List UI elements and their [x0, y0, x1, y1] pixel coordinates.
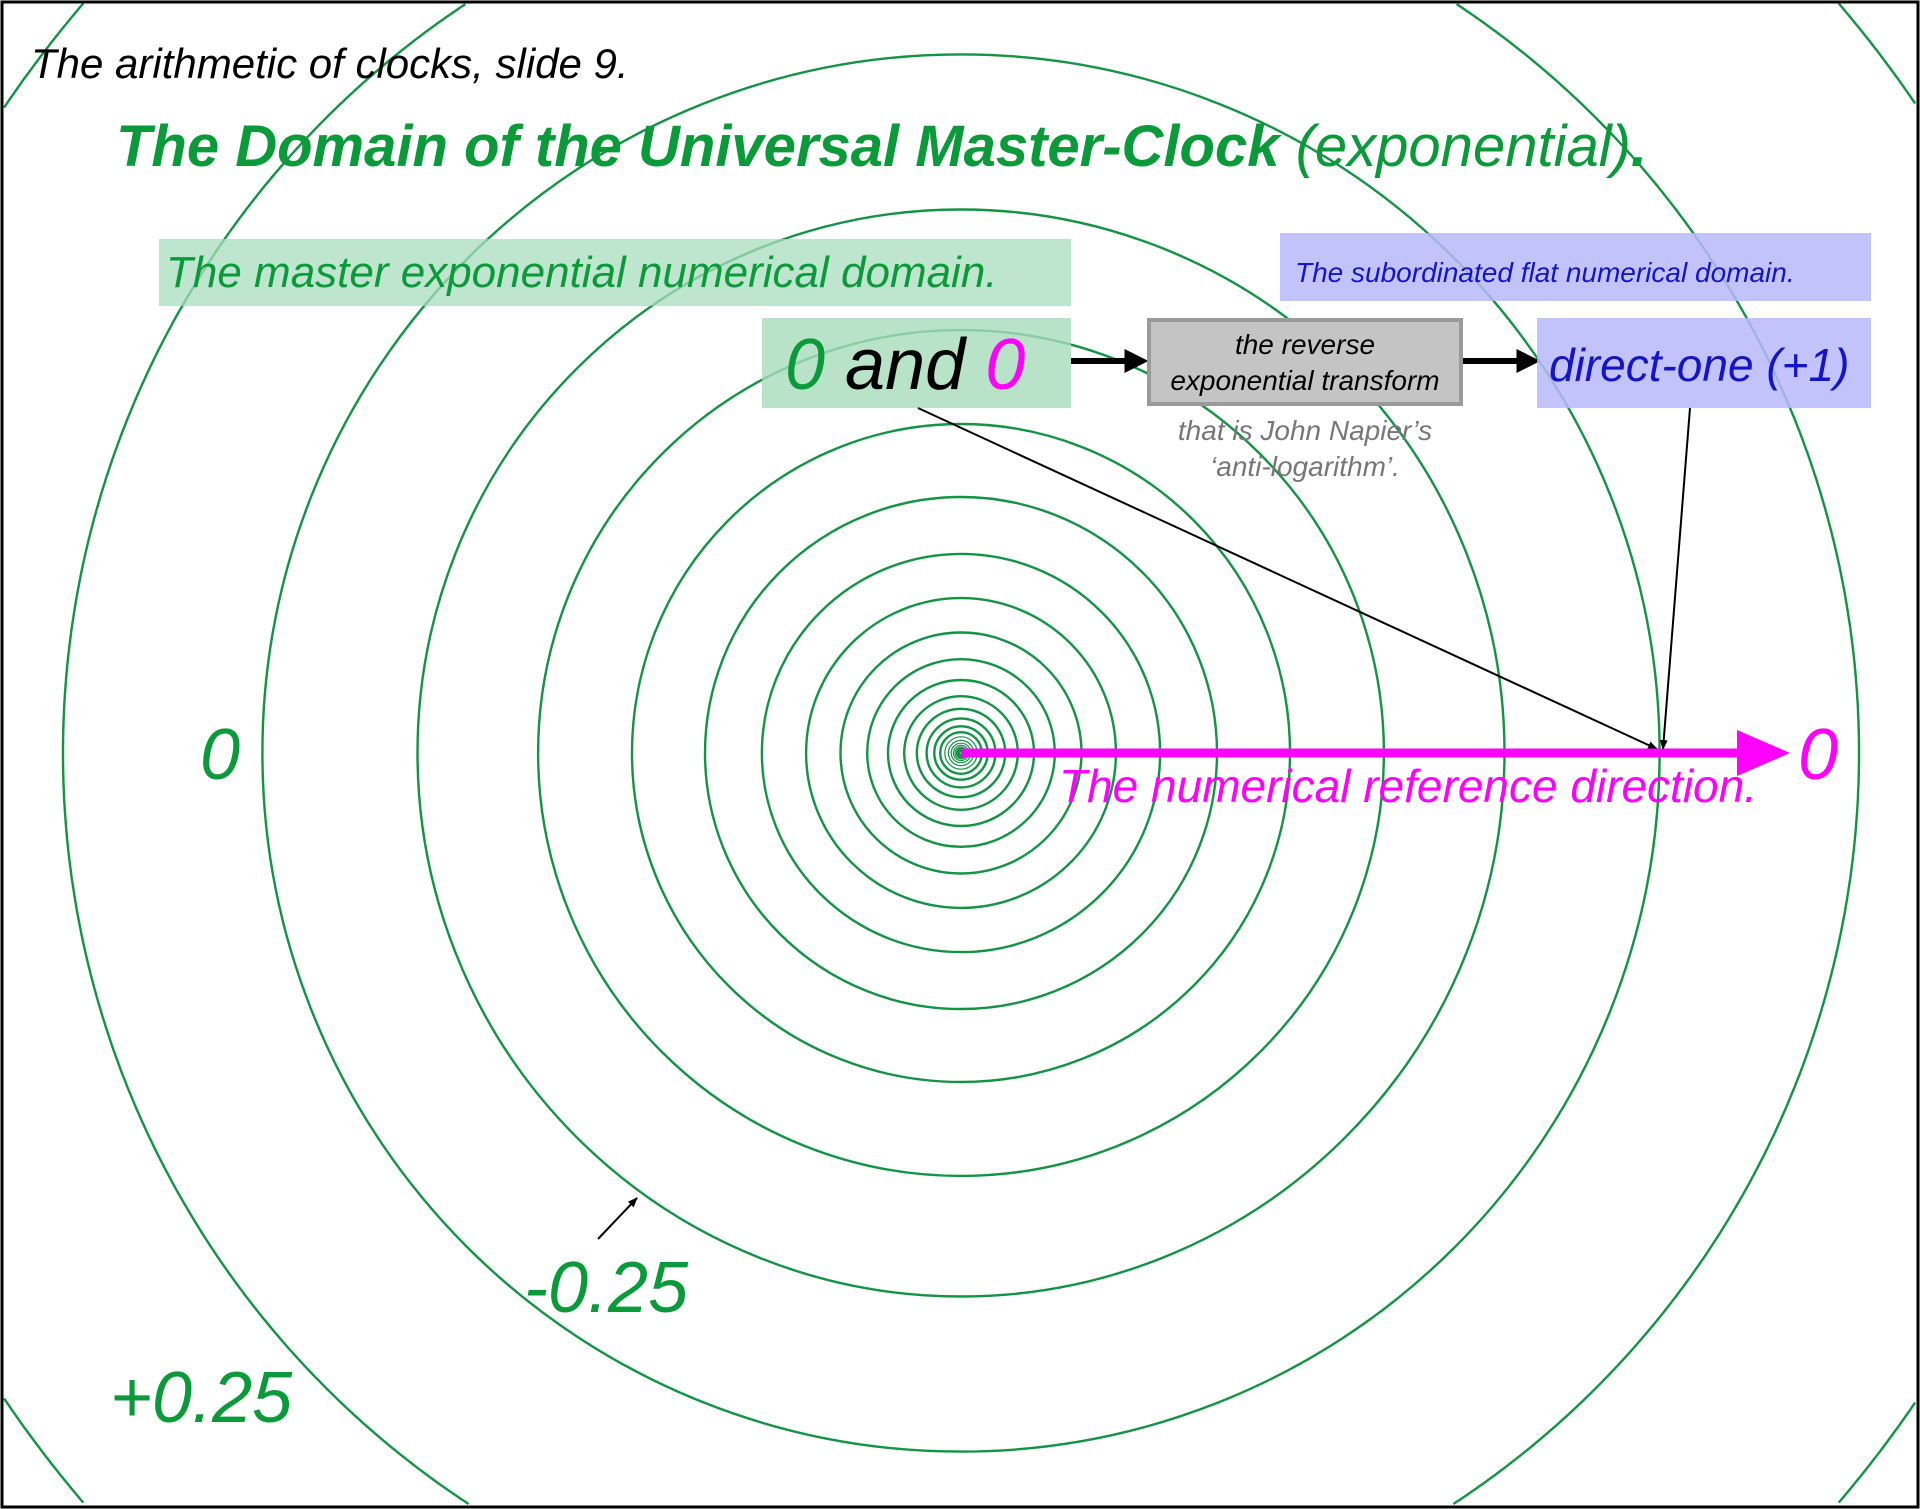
reference-arrowhead	[1737, 730, 1790, 776]
reference-zero: 0	[1798, 715, 1838, 795]
title-bold: The Domain of the Universal Master-Clock	[116, 114, 1282, 179]
clock-circle	[3, 2, 1917, 1504]
subordinate-domain-label: The subordinated flat numerical domain.	[1295, 257, 1795, 288]
output-label: direct-one (+1)	[1549, 339, 1849, 391]
pointer-line-input	[917, 407, 1658, 750]
output-text: direct-one	[1549, 339, 1766, 391]
transform-line2: exponential transform	[1170, 365, 1439, 396]
transform-box	[1147, 318, 1463, 406]
slide-label: The arithmetic of clocks, slide 9.	[31, 40, 629, 87]
master-domain-label: The master exponential numerical domain.	[166, 248, 998, 297]
master-domain-box	[159, 239, 1071, 306]
zero-magenta: 0	[985, 325, 1025, 405]
output-value: (+1)	[1766, 339, 1849, 391]
pointer-line-output	[1659, 407, 1691, 750]
transform-caption-line2: ‘anti-logarithm’.	[1210, 451, 1400, 482]
plus-quarter-label: +0.25	[110, 1358, 293, 1438]
subordinate-domain-box	[1280, 233, 1871, 301]
and-word: and	[825, 325, 985, 405]
zero-green: 0	[785, 325, 825, 405]
title-end: .	[1631, 114, 1647, 179]
minus-quarter-label: -0.25	[524, 1248, 689, 1328]
transform-line1: the reverse	[1235, 329, 1375, 360]
input-expression: 0 and 0	[785, 325, 1025, 405]
reference-direction-label: The numerical reference direction.	[1059, 760, 1757, 812]
minus-pointer-arrow	[597, 1197, 638, 1240]
transform-caption-line1: that is John Napier’s	[1178, 415, 1432, 446]
output-box	[1537, 318, 1871, 408]
page-title: The Domain of the Universal Master-Clock…	[116, 114, 1647, 179]
title-normal: (exponential)	[1279, 114, 1630, 179]
left-zero-label: 0	[200, 715, 240, 795]
input-box	[762, 318, 1071, 408]
